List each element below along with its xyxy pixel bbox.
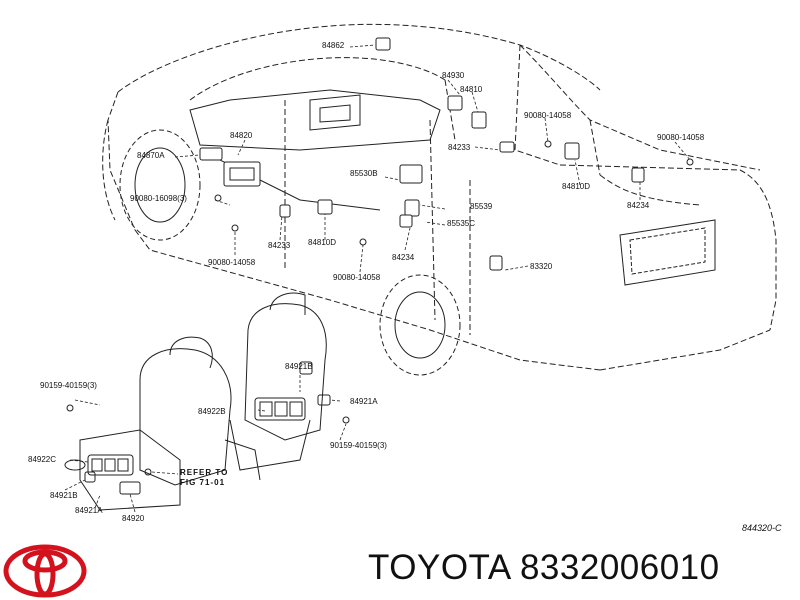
part-label-90159-40159-b: 90159-40159(3) — [330, 441, 387, 450]
dashboard-outline — [189, 89, 441, 211]
seat-leader-lines — [64, 375, 347, 513]
seat-drawing — [64, 292, 350, 511]
part-label-84921b-a: 84921B — [285, 362, 313, 371]
part-label-84921a-a: 84921A — [350, 397, 378, 406]
wheels — [119, 129, 461, 376]
part-label-84234-a: 84234 — [627, 201, 650, 210]
part-label-90080-14058-a: 90080-14058 — [524, 111, 572, 120]
part-label-84233-a: 84233 — [448, 143, 471, 152]
part-label-84862: 84862 — [322, 41, 345, 50]
part-label-90080-14058-b: 90080-14058 — [657, 133, 705, 142]
part-label-84234-b: 84234 — [392, 253, 415, 262]
component-shapes — [199, 37, 694, 271]
part-label-90159-40159-a: 90159-40159(3) — [40, 381, 97, 390]
part-label-85535c: 85535C — [447, 219, 476, 228]
brand-part-number: TOYOTA 8332006010 — [368, 548, 720, 587]
license-plate — [619, 219, 716, 286]
car-body-outline — [102, 23, 777, 371]
part-label-84810d-b: 84810D — [308, 238, 337, 247]
refer-note-line2: FIG 71-01 — [180, 478, 226, 487]
part-label-84920: 84920 — [122, 514, 145, 523]
part-label-84820: 84820 — [230, 131, 253, 140]
part-label-84930: 84930 — [442, 71, 465, 80]
part-label-85530b: 85530B — [350, 169, 378, 178]
part-label-83320: 83320 — [530, 262, 553, 271]
toyota-logo-icon — [3, 544, 87, 598]
part-label-84870a: 84870A — [137, 151, 165, 160]
part-label-84922c: 84922C — [28, 455, 57, 464]
part-label-90080-14058-d: 90080-14058 — [333, 273, 381, 282]
part-label-84810d-a: 84810D — [562, 182, 591, 191]
part-label-84810: 84810 — [460, 85, 483, 94]
part-label-84921b-b: 84921B — [50, 491, 78, 500]
figure-code: 844320-C — [742, 523, 782, 533]
part-label-90080-16098: 90080-16098(3) — [130, 194, 187, 203]
part-label-90080-14058-c: 90080-14058 — [208, 258, 256, 267]
part-label-84922b: 84922B — [198, 407, 226, 416]
refer-note-line1: REFER TO — [180, 468, 229, 477]
part-label-84921a-b: 84921A — [75, 506, 103, 515]
part-label-85539: 85539 — [470, 202, 493, 211]
part-label-84233-b: 84233 — [268, 241, 291, 250]
